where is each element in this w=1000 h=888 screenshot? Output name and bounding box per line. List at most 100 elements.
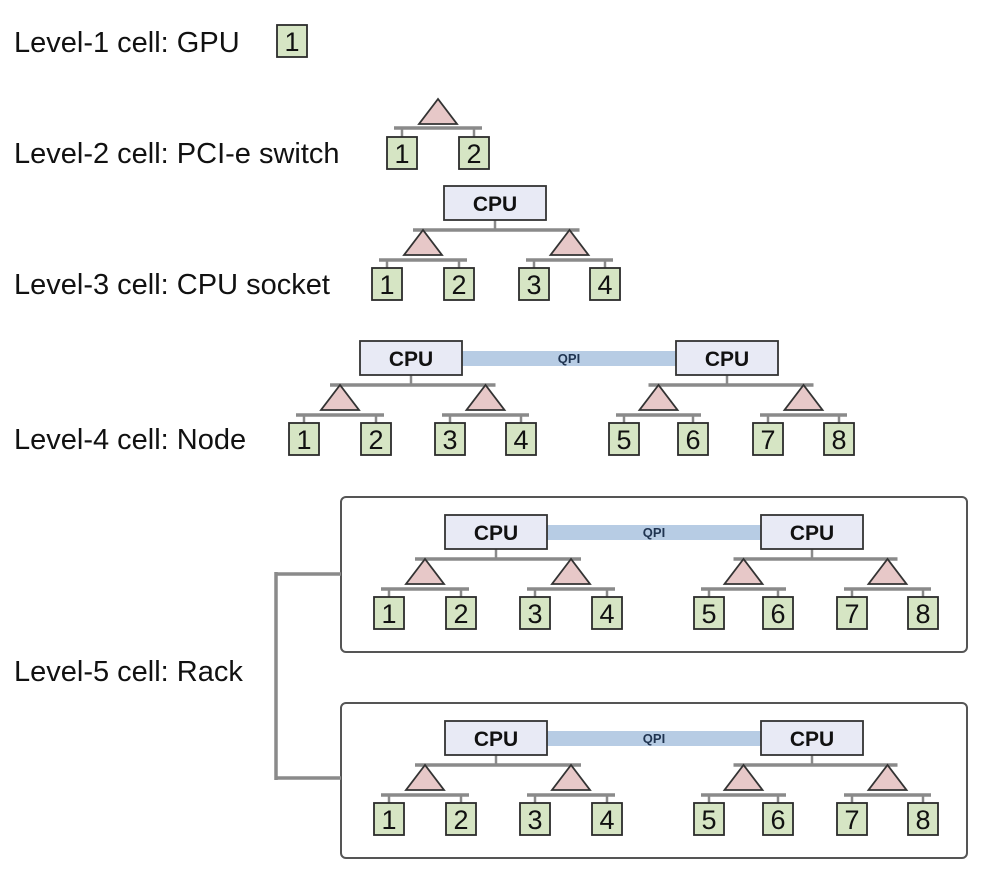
cpu-label: CPU (389, 348, 433, 371)
gpu-box: 7 (836, 802, 868, 836)
gpu-box: 5 (608, 422, 640, 456)
pcie-switch-triangle (722, 763, 765, 791)
cpu-box-rect (444, 720, 548, 756)
gpu-id-label: 1 (394, 139, 409, 169)
gpu-box: 8 (907, 802, 939, 836)
gpu-id-label: 1 (296, 425, 311, 455)
qpi-label: QPI (643, 525, 665, 540)
gpu-id-label: 1 (379, 270, 394, 300)
gpu-id-label: 7 (760, 425, 775, 455)
gpu-id-label: 5 (616, 425, 631, 455)
cpu-box: CPU (760, 720, 864, 756)
gpu-box: 3 (518, 267, 550, 301)
pcie-switch-triangle (319, 383, 361, 411)
gpu-id-label: 2 (451, 270, 466, 300)
cpu-label: CPU (790, 728, 834, 751)
gpu-id-label: 3 (527, 599, 542, 629)
gpu-box-rect (677, 422, 709, 456)
gpu-box: 6 (762, 596, 794, 630)
gpu-id-label: 5 (701, 599, 716, 629)
cpu-box-rect (444, 514, 548, 550)
gpu-box-rect (386, 136, 418, 170)
pcie-switch-triangle (550, 763, 592, 791)
gpu-id-label: 4 (597, 270, 612, 300)
cpu-label: CPU (705, 348, 749, 371)
pcie-switch-triangle (404, 763, 446, 791)
gpu-box-rect (373, 596, 405, 630)
cpu-box: CPU (760, 514, 864, 550)
gpu-box-rect (907, 596, 939, 630)
gpu-box-rect (907, 802, 939, 836)
gpu-box-rect (445, 596, 477, 630)
gpu-id-label: 8 (915, 805, 930, 835)
gpu-box: 1 (373, 596, 405, 630)
gpu-box-rect (591, 802, 623, 836)
gpu-id-label: 3 (527, 805, 542, 835)
cpu-box-rect (675, 340, 779, 376)
gpu-id-label: 2 (453, 599, 468, 629)
gpu-box-rect (693, 802, 725, 836)
cpu-label: CPU (790, 522, 834, 545)
level-4-label: Level-4 cell: Node (14, 424, 246, 456)
gpu-box: 1 (276, 24, 308, 58)
gpu-box: 7 (752, 422, 784, 456)
gpu-box-rect (823, 422, 855, 456)
gpu-box: 2 (458, 136, 490, 170)
gpu-id-label: 1 (284, 27, 299, 57)
pcie-switch-triangle (722, 557, 765, 585)
gpu-id-label: 3 (526, 270, 541, 300)
gpu-box: 4 (591, 596, 623, 630)
gpu-box: 1 (288, 422, 320, 456)
gpu-box-rect (288, 422, 320, 456)
gpu-id-label: 8 (831, 425, 846, 455)
gpu-box-rect (693, 596, 725, 630)
pcie-switch-triangle (866, 557, 909, 585)
gpu-box: 2 (445, 802, 477, 836)
gpu-box-rect (519, 596, 551, 630)
gpu-id-label: 5 (701, 805, 716, 835)
gpu-box: 4 (591, 802, 623, 836)
level-1-label: Level-1 cell: GPU (14, 27, 240, 59)
cpu-box-rect (760, 514, 864, 550)
gpu-box-rect (591, 596, 623, 630)
gpu-box-rect (608, 422, 640, 456)
gpu-id-label: 2 (453, 805, 468, 835)
level-3-label: Level-3 cell: CPU socket (14, 269, 330, 301)
pcie-switch-triangle (404, 557, 446, 585)
cpu-box: CPU (443, 185, 547, 221)
qpi-label: QPI (643, 731, 665, 746)
gpu-box: 4 (589, 267, 621, 301)
qpi-link (461, 351, 677, 366)
gpu-box-rect (752, 422, 784, 456)
gpu-box: 8 (823, 422, 855, 456)
gpu-box-rect (836, 596, 868, 630)
qpi-link (546, 525, 762, 540)
level-2-label: Level-2 cell: PCI-e switch (14, 138, 340, 170)
gpu-box-rect (276, 24, 308, 58)
cpu-box: CPU (444, 514, 548, 550)
gpu-box-rect (445, 802, 477, 836)
gpu-box: 5 (693, 802, 725, 836)
gpu-box: 1 (371, 267, 403, 301)
qpi-link (546, 731, 762, 746)
gpu-box: 1 (373, 802, 405, 836)
gpu-box: 2 (443, 267, 475, 301)
gpu-box-rect (360, 422, 392, 456)
